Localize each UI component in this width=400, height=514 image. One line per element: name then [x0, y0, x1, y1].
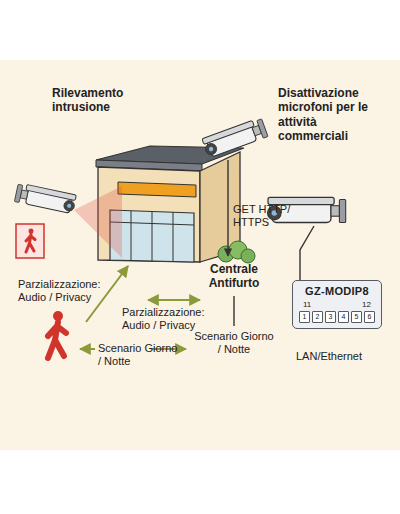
terminal-number: 5	[351, 311, 362, 323]
intruder-box	[16, 224, 44, 258]
shop-building	[110, 211, 194, 262]
person-icon	[48, 311, 66, 358]
module-row: GZ-MODIP8	[299, 285, 375, 297]
terminal-number: 3	[325, 311, 336, 323]
flow-lines	[86, 266, 128, 322]
function-label: Parzializzazione: Audio / Privacy	[18, 278, 113, 304]
pin-number: 11	[303, 300, 311, 309]
flow-lines	[148, 299, 200, 301]
intruder-box	[26, 229, 35, 253]
detection-cone	[74, 186, 122, 258]
function-label: Scenario Giorno / Notte	[194, 330, 274, 356]
shop-building	[110, 210, 194, 262]
camera-top	[202, 117, 268, 158]
shop-building	[118, 182, 196, 197]
module-name: GZ-MODIP8	[305, 285, 369, 297]
intruder-box	[16, 224, 44, 258]
pin-number: 12	[362, 300, 371, 309]
module-row: 11 12	[299, 297, 375, 311]
terminal-number: 2	[312, 311, 323, 323]
function-label: Scenario Giorno / Notte	[98, 342, 178, 368]
controller-module: GZ-MODIP81112123456	[292, 280, 382, 329]
terminal-number: 6	[364, 311, 375, 323]
module-row: 123456	[299, 311, 375, 323]
section-heading: Rilevamento intrusione	[52, 86, 152, 115]
terminal-number: 1	[299, 311, 310, 323]
camera-left	[14, 183, 76, 214]
section-heading: Disattivazione microfoni per le attività…	[278, 86, 390, 144]
flow-lines	[80, 348, 95, 350]
flow-lines	[300, 226, 314, 281]
hub-label: Centrale Antifurto	[194, 262, 274, 291]
terminal-number: 4	[338, 311, 349, 323]
protocol-label: GET HTTP/ HTTPS	[233, 203, 293, 229]
function-label: Parzializzazione: Audio / Privacy	[122, 306, 217, 332]
shop-building	[241, 249, 255, 263]
flow-lines	[80, 160, 314, 349]
flow-lines	[233, 296, 234, 326]
network-label: LAN/Ethernet	[296, 350, 386, 363]
background-panel	[0, 60, 400, 450]
flow-lines	[227, 160, 228, 256]
